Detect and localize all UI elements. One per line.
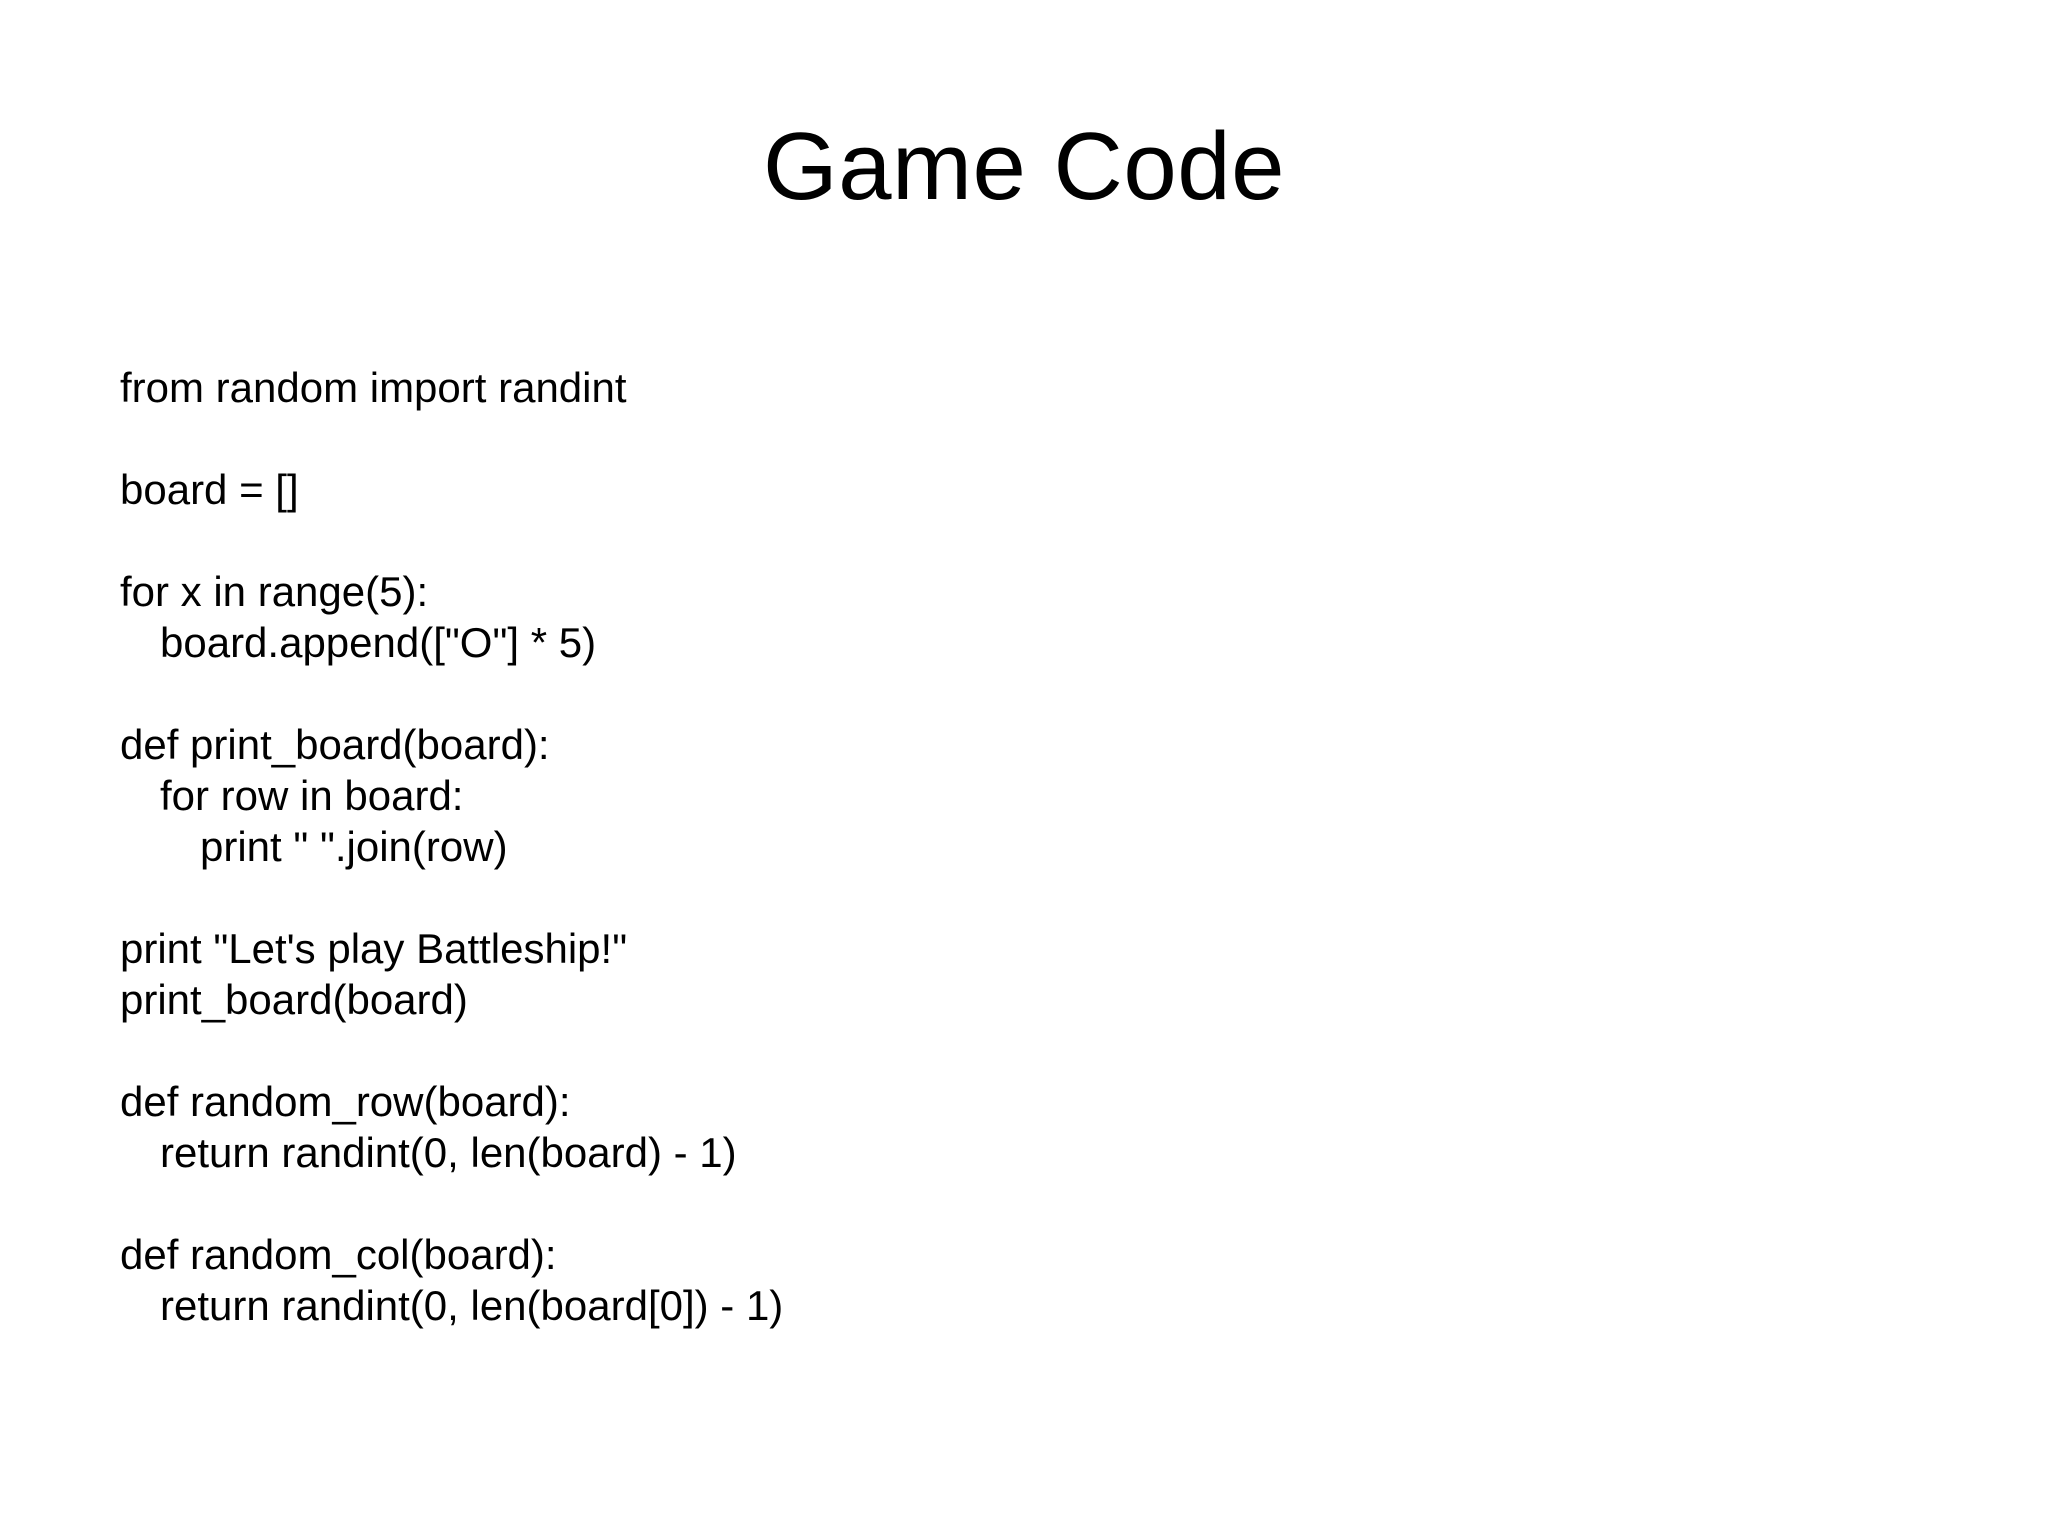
code-line: print " ".join(row) [200, 823, 508, 870]
code-line: for row in board: [160, 772, 464, 819]
code-line: return randint(0, len(board[0]) - 1) [160, 1282, 784, 1329]
code-line-blank [120, 1025, 1520, 1076]
code-line-blank [120, 413, 1520, 464]
code-line-blank [120, 872, 1520, 923]
code-line: def random_row(board): [120, 1078, 571, 1125]
code-line: def random_col(board): [120, 1231, 557, 1278]
code-line-blank [120, 668, 1520, 719]
code-line: board.append(["O"] * 5) [160, 619, 597, 666]
code-line: def print_board(board): [120, 721, 550, 768]
code-line: board = [] [120, 466, 299, 513]
code-line-blank [120, 515, 1520, 566]
code-line: print "Let's play Battleship!" [120, 925, 628, 972]
code-line: for x in range(5): [120, 568, 429, 615]
code-line: return randint(0, len(board) - 1) [160, 1129, 737, 1176]
code-line: from random import randint [120, 364, 627, 411]
code-line-blank [120, 1178, 1520, 1229]
code-block: from random import randint board = [] fo… [120, 362, 1520, 1331]
page-title: Game Code [762, 113, 1286, 220]
code-line: print_board(board) [120, 976, 468, 1023]
